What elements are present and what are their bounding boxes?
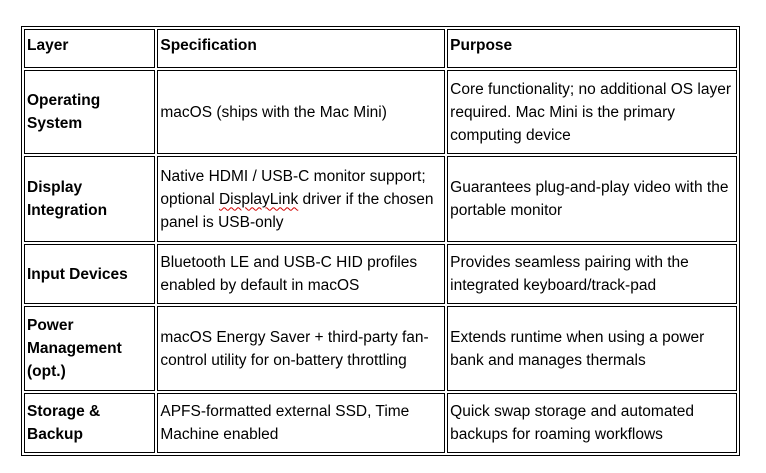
table-row: Operating System macOS (ships with the M… — [24, 70, 737, 154]
layer-cell: Power Management (opt.) — [24, 306, 156, 391]
purpose-cell: Guarantees plug-and-play video with the … — [447, 156, 737, 242]
table-header-row: Layer Specification Purpose — [24, 29, 737, 68]
purpose-cell: Quick swap storage and automated backups… — [447, 393, 737, 453]
table-row: Storage & Backup APFS-formatted external… — [24, 393, 737, 453]
purpose-cell: Provides seamless pairing with the integ… — [447, 244, 737, 304]
header-purpose: Purpose — [447, 29, 737, 68]
specification-cell: macOS (ships with the Mac Mini) — [157, 70, 446, 154]
header-specification: Specification — [157, 29, 446, 68]
spellcheck-flagged-word[interactable]: DisplayLink — [218, 190, 299, 208]
table-row: Input Devices Bluetooth LE and USB-C HID… — [24, 244, 737, 304]
purpose-cell: Extends runtime when using a power bank … — [447, 306, 737, 391]
layer-cell: Operating System — [24, 70, 156, 154]
purpose-cell: Core functionality; no additional OS lay… — [447, 70, 737, 154]
specification-cell: APFS-formatted external SSD, Time Machin… — [157, 393, 446, 453]
specification-cell: macOS Energy Saver + third-party fan-con… — [157, 306, 446, 391]
header-layer: Layer — [24, 29, 156, 68]
layer-cell: Input Devices — [24, 244, 156, 304]
table-row: Display Integration Native HDMI / USB-C … — [24, 156, 737, 242]
spec-table: Layer Specification Purpose Operating Sy… — [21, 26, 740, 456]
specification-cell: Bluetooth LE and USB-C HID profiles enab… — [157, 244, 446, 304]
spec-text-before: Native HDMI / USB-C monitor support; opt… — [160, 167, 426, 208]
table-row: Power Management (opt.) macOS Energy Sav… — [24, 306, 737, 391]
layer-cell: Display Integration — [24, 156, 156, 242]
spec-text-after: driver if the chosen panel is USB-only — [160, 190, 434, 231]
specification-cell: Native HDMI / USB-C monitor support; opt… — [157, 156, 446, 242]
layer-cell: Storage & Backup — [24, 393, 156, 453]
